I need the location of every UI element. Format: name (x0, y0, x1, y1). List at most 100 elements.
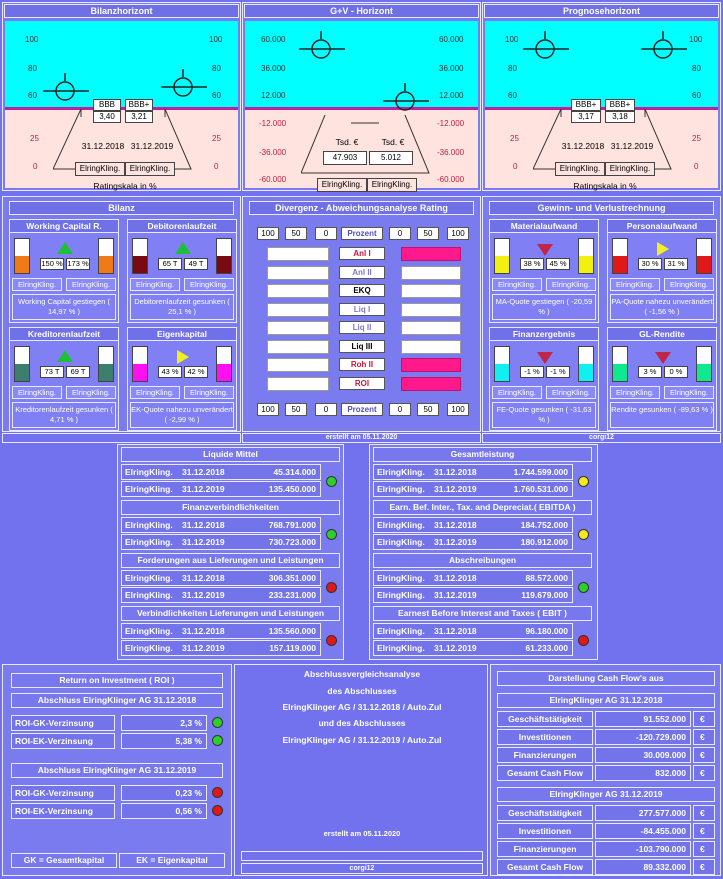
panel-title: G+V - Horizont (244, 4, 479, 18)
date-label: 31.12.2019 (610, 141, 654, 151)
table-title: Gesamtleistung (373, 447, 592, 462)
prognose-horizon-panel: Prognosehorizont 100 80 60 100 80 60 25 … (482, 2, 721, 191)
kpi-value: 45 % (546, 258, 570, 270)
panel-title: Gewinn- und Verlustrechnung (489, 201, 714, 215)
amount-cell: 157.119.000 (269, 643, 316, 653)
roi-value: 2,3 % (180, 718, 202, 728)
bar-fill (15, 364, 29, 381)
company-label: ElringKling. (492, 386, 542, 399)
kpi-value: 3 % (638, 366, 662, 378)
kpi-value: 0 % (664, 366, 688, 378)
scale-label: Ratingskala in % (93, 181, 157, 191)
company-cell: ElringKling. (377, 643, 425, 653)
status-indicator-icon (578, 476, 589, 487)
bar-fill (99, 364, 113, 381)
table-title: Finanzverbindlichkeiten (121, 500, 340, 515)
table-title: Abschreibungen (373, 553, 592, 568)
currency-symbol: € (700, 750, 705, 760)
bar-fill (697, 256, 711, 273)
company-label: ElringKling. (610, 278, 660, 291)
date-cell: 31.12.2018 (434, 520, 477, 530)
scale-label: Prozent (341, 227, 383, 240)
aircraft-icon (299, 31, 345, 59)
kpi-note: Rendite gesunken ( -89,63 % ) (610, 402, 714, 428)
kpi-note: MA-Quote gestiegen ( -20,59 % ) (492, 294, 596, 320)
company-label: ElringKling. (664, 386, 714, 399)
company-label: ElringKling. (66, 278, 116, 291)
unit-label: Tsd. € (381, 137, 405, 147)
cashflow-value-cell: 91.552.000 (595, 711, 691, 727)
trend-flat-icon (657, 242, 669, 256)
kpi-value: 49 T (184, 258, 208, 270)
company-cell: ElringKling. (125, 484, 173, 494)
bar-fill (99, 256, 113, 273)
trend-up-icon (57, 350, 73, 362)
kpi-title: Eigenkapital (128, 328, 236, 341)
bar-gauge (216, 238, 232, 274)
currency-symbol: € (700, 732, 705, 742)
kpi-value: 69 T (66, 366, 90, 378)
tick-label: 100 (505, 35, 519, 44)
rating-factor-label: Anl II (339, 265, 385, 279)
tick-label: -12.000 (259, 119, 287, 128)
date-cell: 31.12.2019 (434, 537, 477, 547)
cashflow-label: Gesamt Cash Flow (506, 768, 584, 778)
status-indicator-icon (326, 529, 337, 540)
tick-label: 60 (212, 91, 221, 100)
kpi-value: 42 % (184, 366, 208, 378)
company-label: ElringKling. (367, 178, 417, 192)
kpi-value: 173 % (66, 258, 90, 270)
company-cell: ElringKling. (377, 626, 425, 636)
center-box (241, 851, 483, 861)
roi-title: Return on Investment ( ROI ) (11, 673, 223, 688)
company-label: ElringKling. (130, 386, 180, 399)
bar-fill (579, 256, 593, 273)
created-label: erstellt am 05.11.2020 (242, 433, 481, 443)
deviation-bar-right (401, 339, 461, 354)
amount-cell: 45.314.000 (273, 467, 316, 477)
bar-fill (15, 256, 29, 273)
kpi-note: FE-Quote gesunken ( -31,63 % ) (492, 402, 596, 428)
company-cell: ElringKling. (125, 643, 173, 653)
status-indicator-icon (578, 635, 589, 646)
kpi-title: Materialaufwand (490, 220, 598, 233)
roi-row: ROI-GK-Verzinsung (11, 715, 115, 731)
deviation-bar-left (267, 247, 329, 261)
company-label: ElringKling. (125, 162, 175, 176)
cashflow-value-cell: 30.009.000 (595, 747, 691, 763)
amount-cell: 306.351.000 (268, 573, 316, 583)
amount-cell: 1.744.599.000 (513, 467, 568, 477)
company-cell: ElringKling. (377, 484, 425, 494)
deviation-bar-right (401, 284, 461, 298)
currency-cell: € (693, 805, 715, 821)
bar-gauge (612, 346, 628, 382)
tick-label: 25 (212, 134, 221, 143)
panel-title: Bilanz (9, 201, 234, 215)
bar-fill (217, 256, 231, 273)
sky-area (485, 21, 718, 109)
bar-gauge (132, 238, 148, 274)
bar-gauge (612, 238, 628, 274)
company-cell: ElringKling. (125, 573, 173, 583)
date-cell: 31.12.2019 (182, 484, 225, 494)
bar-fill (579, 364, 593, 381)
rating-label: BBB+ (571, 99, 601, 111)
rating-factor-label: Liq II (339, 321, 385, 334)
kpi-title: Personalaufwand (608, 220, 716, 233)
rating-factor-label: Anl I (339, 247, 385, 260)
status-indicator-icon (578, 529, 589, 540)
sky-area (245, 21, 478, 109)
date-cell: 31.12.2018 (182, 573, 225, 583)
company-label: ElringKling. (664, 278, 714, 291)
currency-cell: € (693, 765, 715, 781)
cashflow-value-cell: 832.000 (595, 765, 691, 781)
rating-value: 3,17 (571, 111, 601, 123)
date-cell: 31.12.2019 (182, 590, 225, 600)
roi-value: 5,38 % (175, 736, 202, 746)
amount-cell: 61.233.000 (525, 643, 568, 653)
